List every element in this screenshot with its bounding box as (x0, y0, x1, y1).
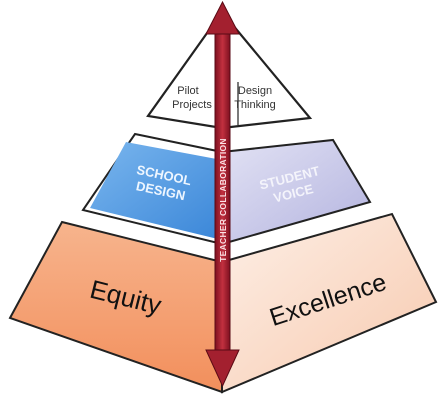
collaboration-arrow: TEACHER COLLABORATION (205, 0, 240, 388)
bottom-tier (8, 212, 438, 394)
top-tier (146, 8, 313, 130)
arrow-down-head-icon (205, 349, 240, 388)
middle-tier-left-face (90, 142, 222, 240)
arrow-label: TEACHER COLLABORATION (218, 138, 228, 262)
top-right-label-line2: Thinking (234, 99, 276, 111)
arrow-up-head-icon (205, 0, 240, 35)
top-left-label-line2: Projects (172, 99, 212, 111)
top-left-label-line1: Pilot (177, 85, 198, 97)
top-right-label-line1: Design (238, 85, 272, 97)
middle-tier (81, 132, 372, 246)
